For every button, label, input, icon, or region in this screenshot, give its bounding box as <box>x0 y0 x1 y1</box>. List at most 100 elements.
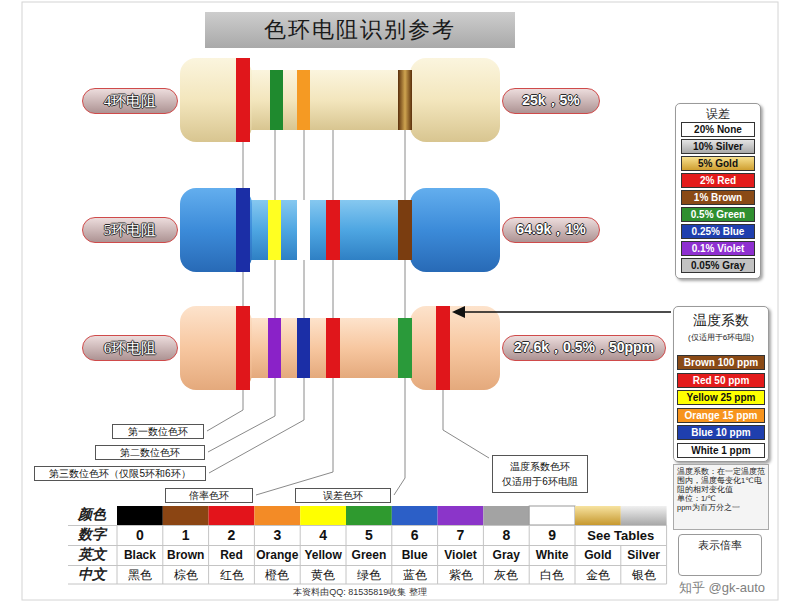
table-header: 英文 <box>78 546 106 564</box>
node-text: 0.1% Violet <box>692 243 745 254</box>
node-text: 20% None <box>694 124 742 135</box>
node-text: 单位：1/℃ <box>677 494 765 503</box>
color-name-zh: 绿色 <box>357 566 381 583</box>
callout-box: 温度系数色环 仅适用于6环电阻 <box>492 455 588 493</box>
color-name-en: Silver <box>627 548 660 562</box>
tempco-entry: Orange 15 ppm <box>677 408 765 423</box>
color-name-en: Black <box>124 548 156 562</box>
tempco-entry: Blue 10 ppm <box>677 425 765 440</box>
color-name-zh: 灰色 <box>494 566 518 583</box>
value-label: 64.9k，1% <box>502 217 600 243</box>
node-text: 25k，5% <box>522 92 580 110</box>
table-header: 数字 <box>78 526 106 544</box>
node-text: 0.5% Green <box>691 209 745 220</box>
tolerance-entry: 1% Brown <box>681 190 755 205</box>
color-name-en: Brown <box>167 548 204 562</box>
node-text: White 1 ppm <box>691 445 750 456</box>
node-text: 误差色环 <box>300 489 386 502</box>
node-text: 温度系数：在一定温度范围内，温度每变化1℃电阻的相对变化值 <box>677 467 765 494</box>
digit-cell: 1 <box>182 527 190 543</box>
node-text: Brown 100 ppm <box>684 357 758 368</box>
color-name-en: White <box>536 548 569 562</box>
node-text: 表示倍率 <box>679 538 761 553</box>
node-text: 第三数位色环（仅限5环和6环） <box>39 467 201 480</box>
tolerance-entry: 5% Gold <box>681 156 755 171</box>
resistor-6-band <box>268 318 281 378</box>
resistor-6-band <box>436 306 450 390</box>
page-frame <box>22 2 778 600</box>
node-text: 27.6k，0.5%，50ppm <box>514 339 654 357</box>
color-table <box>254 506 300 525</box>
node-text: Blue 10 ppm <box>691 427 750 438</box>
color-name-zh: 蓝色 <box>403 566 427 583</box>
digit-cell: 0 <box>136 527 144 543</box>
resistor-type-label: 5环电阻 <box>82 217 178 243</box>
digit-cell: 5 <box>365 527 373 543</box>
tolerance-panel: 误差20% None10% Silver5% Gold2% Red1% Brow… <box>675 103 761 279</box>
color-name-zh: 紫色 <box>449 566 473 583</box>
resistor-4-band <box>398 70 412 130</box>
color-name-zh: 金色 <box>586 566 610 583</box>
callout-box: 倍率色环 <box>165 488 253 503</box>
node-text: 64.9k，1% <box>516 221 585 239</box>
table-header: 中文 <box>78 566 106 584</box>
tolerance-entry: 0.1% Violet <box>681 241 755 256</box>
resistor-type-label: 4环电阻 <box>82 88 178 114</box>
color-table <box>621 506 667 525</box>
node-text: 5环电阻 <box>104 221 157 240</box>
color-name-en: Gold <box>584 548 611 562</box>
tolerance-entry: 0.5% Green <box>681 207 755 222</box>
value-label: 25k，5% <box>502 88 600 114</box>
node-text: 温度系数色环 仅适用于6环电阻 <box>496 459 584 489</box>
multiplier-box: 表示倍率 <box>678 534 762 576</box>
node-text: 5% Gold <box>698 158 738 169</box>
table-header: 颜色 <box>78 506 106 524</box>
digit-cell: 2 <box>228 527 236 543</box>
resistor-5-band <box>410 188 500 272</box>
pointer-arrow <box>452 306 671 318</box>
resistor-6-band <box>398 318 412 378</box>
footer-credit: 本资料由QQ: 81535819收集 整理 <box>293 586 427 599</box>
color-name-zh: 黄色 <box>311 566 335 583</box>
color-name-zh: 橙色 <box>265 566 289 583</box>
resistor-4-band <box>240 70 420 130</box>
resistor-6-band <box>180 306 252 390</box>
node-text: 2% Red <box>700 175 736 186</box>
resistor-4-band <box>180 58 500 142</box>
color-name-en: Blue <box>402 548 428 562</box>
color-table <box>68 506 667 584</box>
resistor-5-band <box>297 200 310 260</box>
color-table <box>438 506 484 525</box>
node-text: (仅适用于6环电阻) <box>674 332 768 343</box>
tempco-entry: White 1 ppm <box>677 443 765 458</box>
node-text: 第二数位色环 <box>100 446 200 459</box>
tempco-entry: Brown 100 ppm <box>677 355 765 370</box>
color-table <box>529 506 575 525</box>
node-text: 6环电阻 <box>104 339 157 358</box>
color-table <box>346 506 392 525</box>
resistor-4-band <box>270 70 283 130</box>
color-name-en: Red <box>220 548 243 562</box>
resistor-6-band <box>410 306 500 390</box>
color-table <box>117 506 163 525</box>
color-table <box>300 506 346 525</box>
resistor-4-band <box>236 58 250 142</box>
resistor-4-band <box>297 70 310 130</box>
node-text: 4环电阻 <box>104 92 157 111</box>
pointer-arrow <box>462 311 671 313</box>
resistor-5-band <box>326 200 340 260</box>
color-name-zh: 白色 <box>540 566 564 583</box>
tolerance-entry: 2% Red <box>681 173 755 188</box>
digit-cell: 6 <box>411 527 419 543</box>
node-text: 10% Silver <box>693 141 743 152</box>
resistor-5-band <box>268 200 281 260</box>
resistor-4-band <box>180 58 252 142</box>
digit-cell: 7 <box>457 527 465 543</box>
digit-cell: 8 <box>502 527 510 543</box>
color-name-en: Violet <box>444 548 476 562</box>
node-text: 0.25% Blue <box>692 226 745 237</box>
color-name-zh: 黑色 <box>128 566 152 583</box>
callout-box: 第三数位色环（仅限5环和6环） <box>34 466 206 481</box>
callout-box: 第二数位色环 <box>95 445 205 460</box>
color-name-en: Green <box>352 548 387 562</box>
